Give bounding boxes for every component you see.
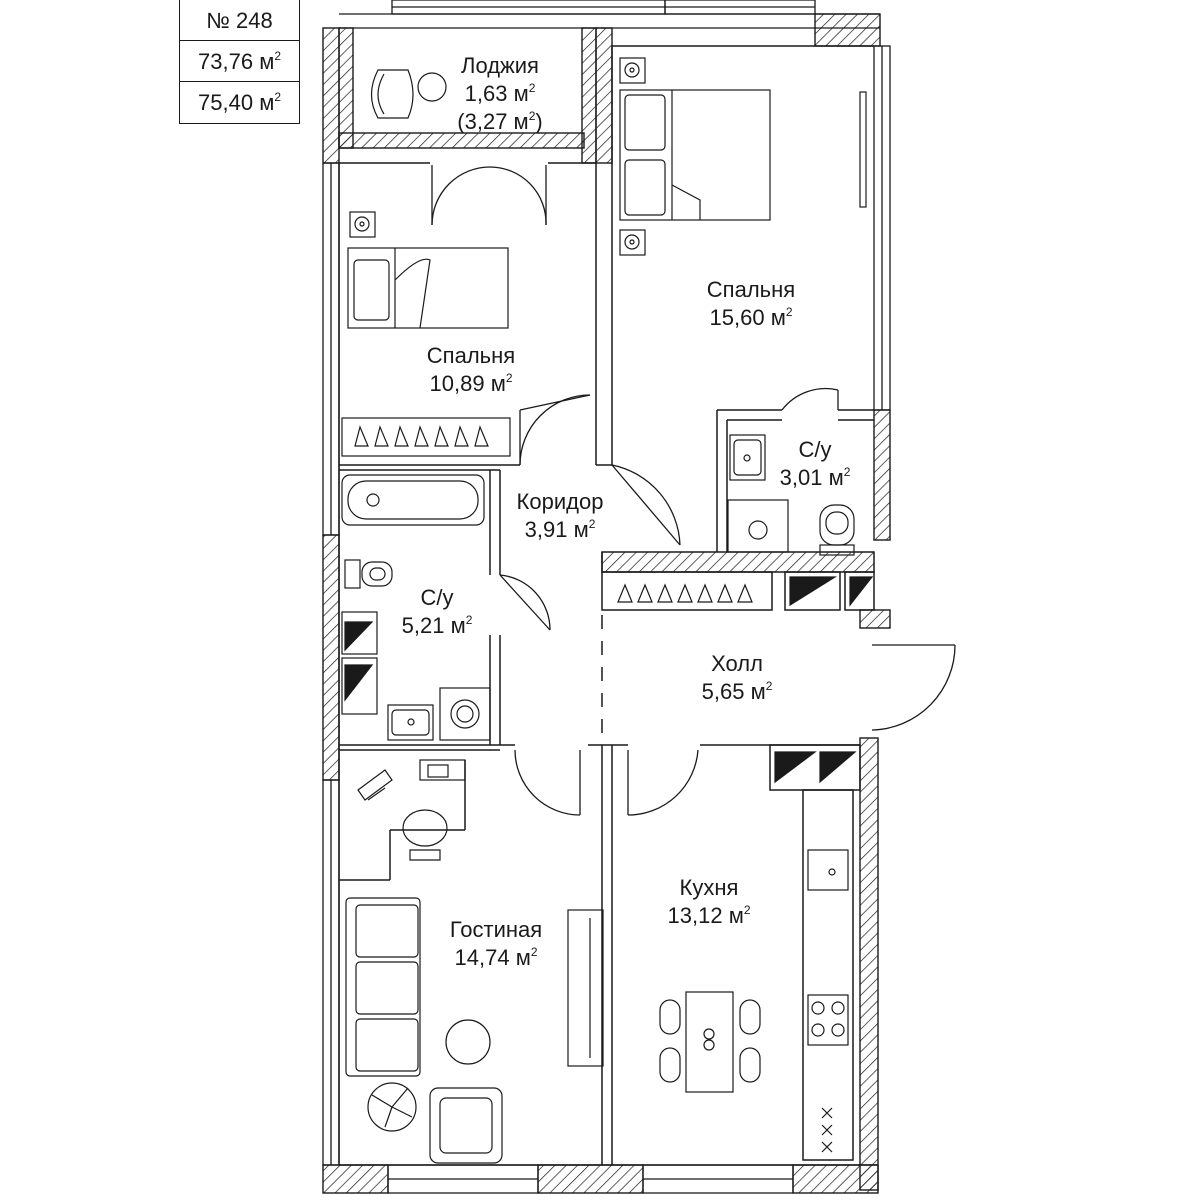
wardrobe-icon [341, 417, 511, 457]
sink-icon [387, 704, 434, 741]
room-area: 1,63 м2 [464, 81, 536, 106]
tv-icon [567, 909, 604, 1067]
toilet-icon [344, 559, 393, 589]
room-name: Спальня [706, 277, 796, 302]
room-area: 14,74 м2 [454, 945, 538, 970]
door-icon [431, 165, 956, 816]
total-area-value: 75,40 [198, 90, 254, 115]
room-label-bath-main: С/у 5,21 м2 [402, 584, 473, 640]
room-area: 3,01 м2 [779, 465, 851, 490]
room-label-bedroom-small: Спальня 10,89 м2 [427, 342, 515, 398]
room-label-living: Гостиная 14,74 м2 [450, 916, 542, 972]
sink-icon [727, 499, 789, 553]
stove-icon [821, 1107, 833, 1153]
lamp-icon [417, 72, 447, 102]
living-area-value: 73,76 [198, 49, 254, 74]
room-name: Спальня [426, 343, 516, 368]
room-area: 5,65 м2 [701, 679, 773, 704]
area-unit: м [259, 90, 275, 115]
bathtub-icon [341, 474, 485, 526]
area-unit-power: 2 [274, 49, 281, 63]
total-area: 75,40 м2 [180, 82, 299, 123]
dining-table-icon [659, 991, 761, 1093]
apartment-info-box: № 248 73,76 м2 75,40 м2 [179, 0, 300, 124]
room-name: Холл [711, 651, 763, 676]
room-name: Лоджия [461, 53, 539, 78]
wardrobe-icon [344, 576, 874, 784]
area-unit: м [259, 49, 275, 74]
room-area: 5,21 м2 [401, 613, 473, 638]
room-name: Кухня [679, 875, 739, 900]
living-area: 73,76 м2 [180, 41, 299, 82]
plant-icon [367, 1082, 417, 1132]
room-area: 3,91 м2 [524, 517, 596, 542]
bed-icon [347, 247, 509, 329]
sink-icon [729, 434, 766, 481]
desk-icon [357, 759, 466, 801]
room-label-bath-master: С/у 3,01 м2 [780, 436, 851, 492]
room-name: Коридор [516, 489, 604, 514]
lamp-icon [349, 57, 646, 256]
sink-icon [807, 849, 849, 891]
wardrobe-icon [617, 583, 753, 603]
room-label-loggia: Лоджия 1,63 м2 (3,27 м2) [457, 52, 542, 136]
armchair-icon [370, 69, 414, 119]
lamp-icon [445, 1019, 491, 1065]
room-label-kitchen: Кухня 13,12 м2 [668, 874, 751, 930]
tv-icon [859, 91, 867, 208]
area-unit-power: 2 [274, 90, 281, 104]
room-area: 10,89 м2 [429, 371, 513, 396]
exterior-walls [322, 13, 891, 1194]
apartment-number: № 248 [180, 0, 299, 41]
toilet-icon [819, 504, 855, 556]
armchair-icon [429, 1087, 503, 1164]
room-name: Гостиная [449, 917, 543, 942]
room-label-bedroom-large: Спальня 15,60 м2 [707, 276, 795, 332]
room-area: 15,60 м2 [709, 305, 793, 330]
room-name: С/у [798, 437, 832, 462]
room-name: С/у [420, 585, 454, 610]
sofa-icon [345, 897, 421, 1077]
room-label-corridor: Коридор 3,91 м2 [517, 488, 604, 544]
bed-icon [619, 89, 771, 221]
stove-icon [807, 994, 849, 1046]
room-label-hall: Холл 5,65 м2 [702, 650, 773, 706]
office-chair-icon [402, 809, 448, 861]
room-area: 13,12 м2 [667, 903, 751, 928]
room-area-full: (3,27 м2) [457, 109, 543, 134]
washing-machine-icon [439, 687, 491, 741]
